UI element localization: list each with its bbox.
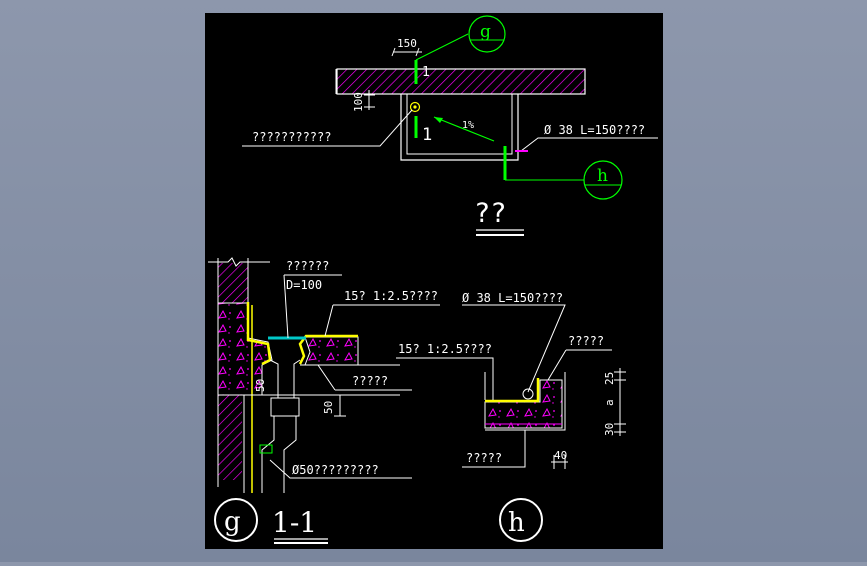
- mortar-label-detail: 15? 1:2.5????: [398, 342, 492, 356]
- bubble-g-bottom: [214, 498, 258, 542]
- gutter-concrete: [484, 379, 563, 429]
- waterproof-right: [298, 334, 358, 365]
- dim-30: 30: [603, 423, 616, 436]
- slab-concrete: [304, 336, 359, 366]
- drain-name: ??????: [286, 259, 329, 273]
- trough-outer: [400, 94, 519, 161]
- drain-label: ???????????: [252, 130, 331, 144]
- drain-dia: D=100: [286, 278, 322, 292]
- dim-50-vertical: 50: [254, 379, 267, 392]
- dim-40: 40: [554, 449, 567, 462]
- bubble-g-top: [468, 15, 506, 53]
- mortar-label-section: 15? 1:2.5????: [344, 289, 438, 303]
- wall-hatch-top: [218, 263, 248, 303]
- pipe-label-plan: Ø 38 L=150????: [544, 123, 645, 137]
- bubble-h-right-text: h: [597, 166, 608, 186]
- pipe-label-section: Ø50?????????: [292, 463, 379, 477]
- pipe-label-detail: Ø 38 L=150????: [462, 291, 563, 305]
- section-label-top: 1: [422, 65, 430, 80]
- plan-caption: ??: [474, 198, 507, 229]
- trough-inner: [406, 94, 513, 155]
- bubble-h-right: [583, 160, 623, 200]
- detail-h-view: Ø 38 L=150???? 15? 1:2.5???? ????? ?????…: [396, 291, 626, 542]
- dim-100: 100: [352, 92, 365, 112]
- dim-50-side: 50: [322, 401, 335, 414]
- model-space: [205, 13, 663, 549]
- pipe-leader: [520, 137, 658, 152]
- section-title: 1-1: [272, 506, 317, 539]
- dim-150: 150: [397, 37, 417, 50]
- bubble-g-top-text: g: [480, 22, 491, 42]
- bottom-label-detail: ?????: [466, 451, 502, 465]
- plan-view: 150 100 1 1 1% ??????????? Ø 38 L=150???…: [242, 15, 658, 236]
- section-view: ?????? D=100 15? 1:2.5???? ????? 50 50 Ø…: [208, 257, 440, 544]
- top-label-detail: ?????: [568, 334, 604, 348]
- drain-symbol: [409, 101, 421, 113]
- layer-label-section: ?????: [352, 374, 388, 388]
- slope-arrow: [433, 116, 495, 142]
- bubble-h-bottom: [499, 498, 543, 542]
- waterproof-left: [246, 302, 272, 366]
- gutter-waterproof: [485, 378, 540, 403]
- dim-25: 25: [603, 372, 616, 385]
- section-label-bottom: 1: [422, 125, 432, 145]
- bubble-g-bottom-text: g: [224, 507, 241, 537]
- wall-hatch-bottom: [218, 395, 242, 480]
- slab-hatch: [336, 68, 586, 95]
- slope-text: 1%: [462, 120, 474, 131]
- drain-leader: [242, 109, 413, 147]
- dim-a: a: [603, 399, 616, 406]
- bubble-h-bottom-text: h: [508, 508, 525, 538]
- bubble-g-leader: [415, 33, 469, 61]
- pipe-circle: [522, 388, 534, 400]
